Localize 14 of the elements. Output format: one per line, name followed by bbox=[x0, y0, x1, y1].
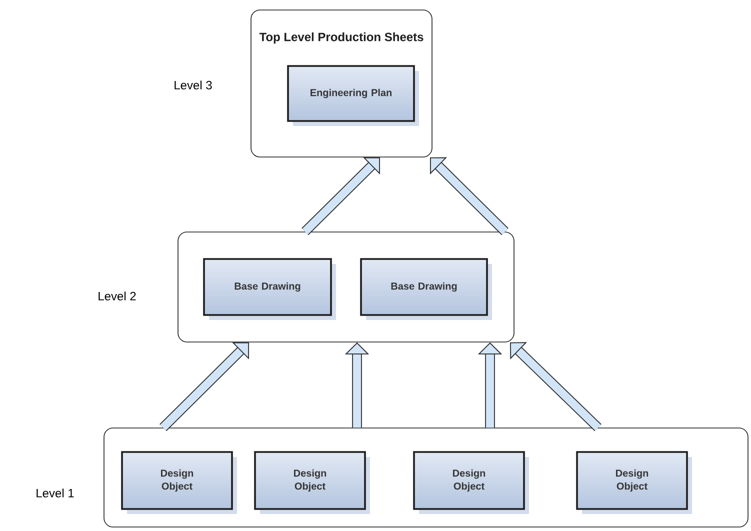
process-box: Design Object bbox=[576, 451, 692, 514]
process-box: Design Object bbox=[121, 451, 237, 514]
block-arrow bbox=[160, 342, 249, 432]
level-label: Level 2 bbox=[98, 292, 136, 300]
process-box: Base Drawing bbox=[203, 258, 336, 320]
block-arrow bbox=[302, 157, 380, 236]
process-box: Engineering Plan bbox=[287, 65, 419, 126]
process-box: Design Object bbox=[254, 451, 370, 514]
process-box: Design Object bbox=[413, 451, 529, 514]
level-label: Level 1 bbox=[36, 488, 74, 498]
block-arrow bbox=[510, 342, 602, 432]
block-arrow bbox=[430, 157, 508, 236]
level-label: Level 3 bbox=[174, 80, 212, 90]
process-box: Base Drawing bbox=[360, 258, 492, 320]
